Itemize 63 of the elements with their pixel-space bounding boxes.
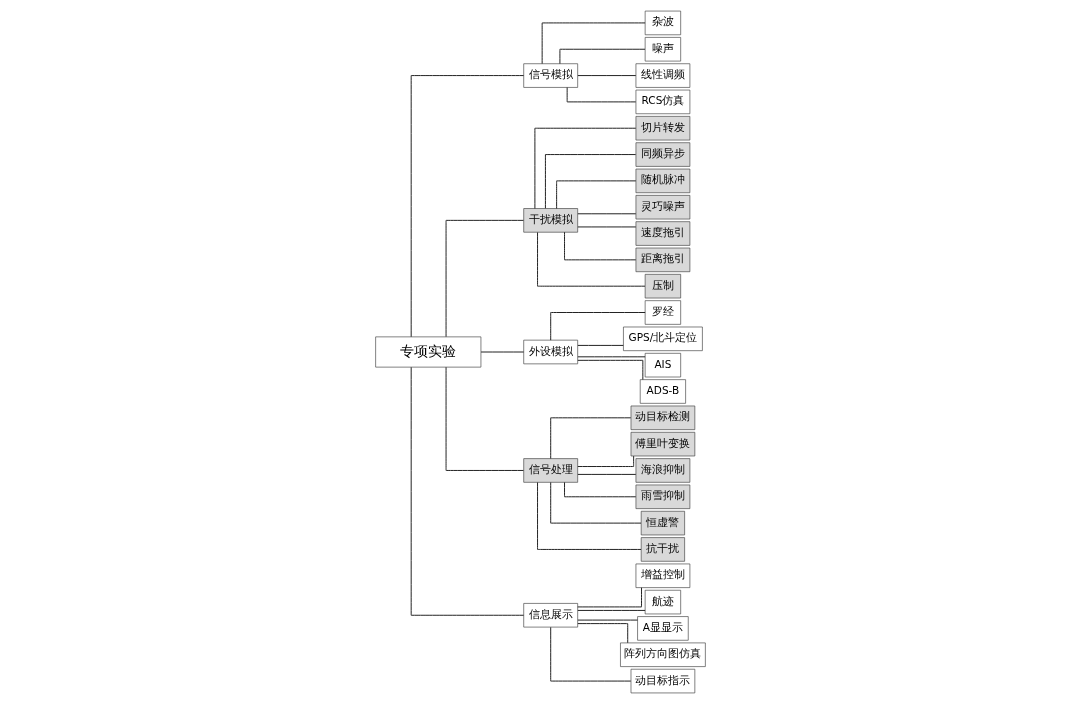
node-box: 动目标指示: [630, 668, 695, 694]
connector: [576, 75, 636, 77]
node-box: 专项实验: [374, 336, 481, 368]
connector: [576, 356, 646, 358]
connector: [541, 22, 646, 65]
connector: [563, 481, 636, 498]
node-box: 随机脉冲: [635, 168, 690, 194]
node-box: AIS: [644, 353, 681, 378]
connector: [549, 417, 631, 459]
connector: [558, 48, 645, 65]
node-box: 抗干扰: [640, 537, 685, 562]
node-box: 罗经: [644, 300, 681, 325]
connector: [445, 219, 524, 338]
connector: [566, 87, 636, 103]
node-box: 雨雪抑制: [635, 484, 690, 509]
node-box: ADS-B: [639, 379, 686, 404]
connector: [576, 609, 646, 611]
connector: [549, 312, 646, 341]
connector: [544, 154, 636, 209]
node-box: 杂波: [644, 10, 681, 36]
connector: [576, 344, 624, 346]
node-box: 信息展示: [522, 603, 578, 628]
node-box: 增益控制: [635, 563, 690, 588]
node-box: 同频异步: [635, 142, 690, 167]
connector: [576, 623, 628, 644]
connector: [576, 473, 636, 475]
connector: [536, 231, 645, 287]
connector: [480, 351, 524, 353]
node-box: 切片转发: [635, 116, 690, 141]
node-box: 外设模拟: [522, 339, 578, 365]
node-box: 信号模拟: [522, 63, 578, 88]
connector: [576, 587, 642, 608]
connector: [563, 231, 636, 261]
node-box: 灵巧噪声: [635, 195, 690, 220]
node-box: 傅里叶变换: [630, 431, 695, 457]
node-box: 阵列方向图仿真: [619, 642, 706, 667]
node-box: 压制: [644, 274, 681, 299]
node-box: 海浪抑制: [635, 458, 690, 483]
connector: [576, 226, 636, 228]
connector: [445, 366, 524, 471]
connector: [549, 626, 631, 682]
node-box: 信号处理: [522, 458, 578, 483]
connector: [576, 619, 638, 621]
node-box: 噪声: [644, 37, 681, 62]
connector: [576, 359, 643, 381]
connector: [533, 127, 636, 209]
node-box: 动目标检测: [630, 405, 695, 430]
connector: [410, 75, 524, 338]
node-box: 距离拖引: [635, 247, 690, 273]
connector: [536, 481, 642, 550]
connector: [576, 213, 636, 215]
node-box: 速度拖引: [635, 221, 690, 246]
node-box: 恒虚警: [640, 510, 685, 536]
node-box: 航迹: [644, 589, 681, 615]
node-box: RCS仿真: [635, 89, 690, 115]
node-box: 干扰模拟: [522, 208, 578, 233]
connector: [555, 180, 636, 209]
node-box: 线性调频: [635, 63, 690, 88]
connector: [576, 455, 634, 467]
node-box: GPS/北斗定位: [622, 326, 703, 351]
connector: [549, 481, 641, 524]
connector: [410, 366, 524, 616]
node-box: A显显示: [636, 616, 689, 641]
